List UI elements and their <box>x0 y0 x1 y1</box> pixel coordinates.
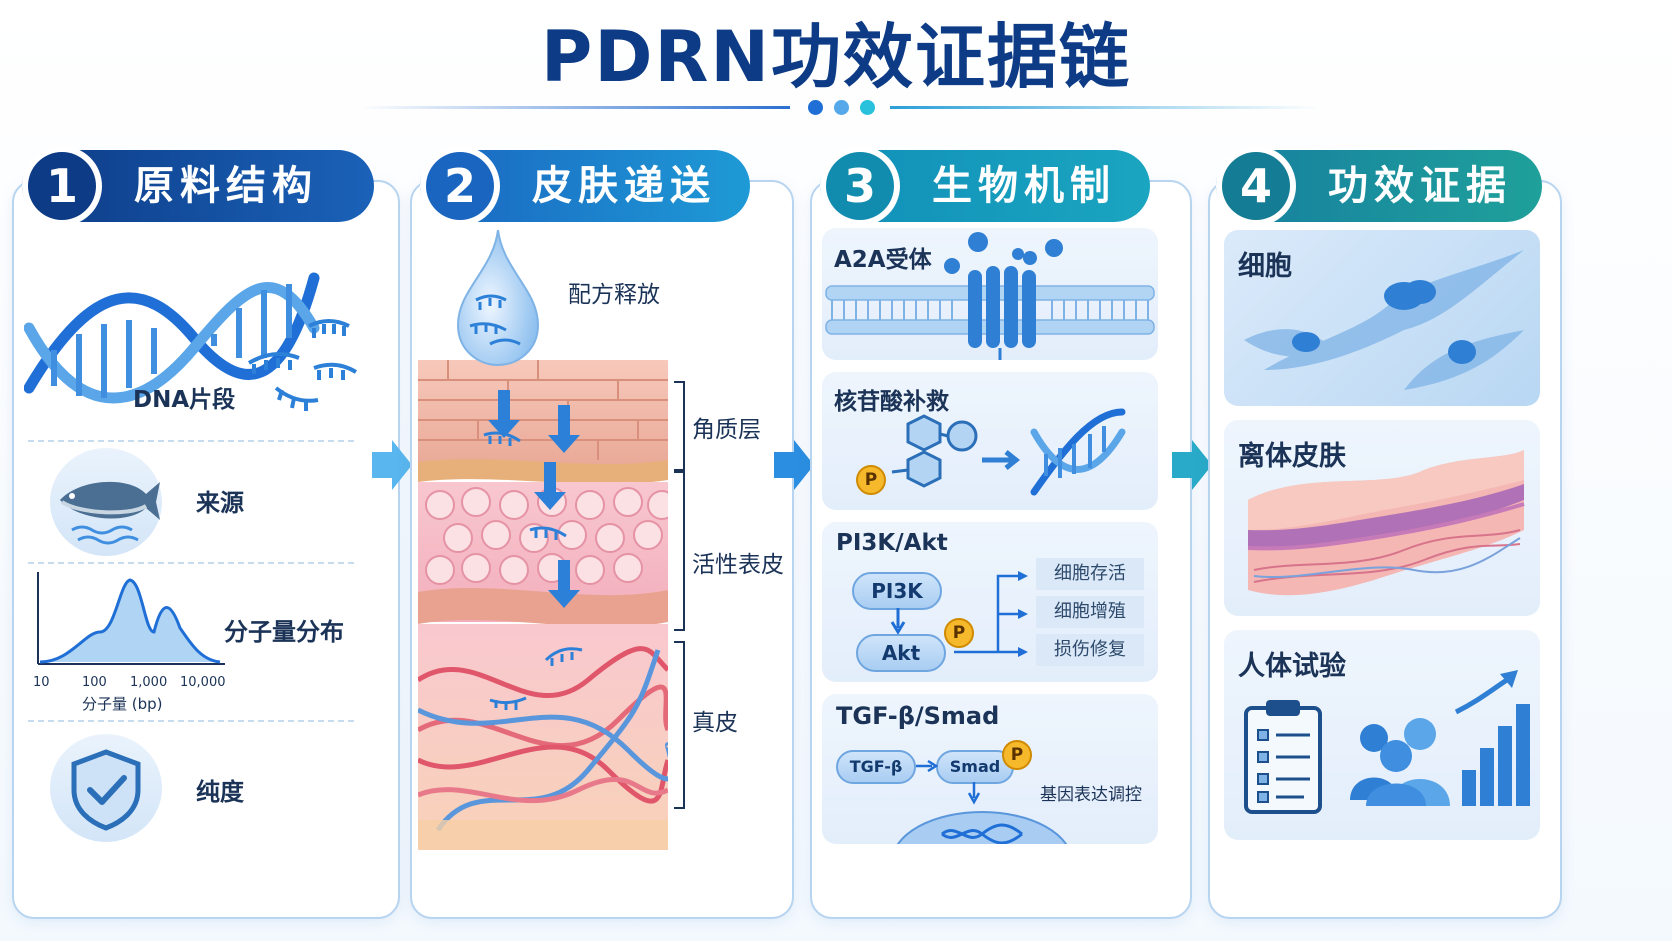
mw-tick: 10,000 <box>180 675 226 690</box>
skin-block-illustration <box>1247 450 1525 596</box>
layer-brackets <box>674 381 685 809</box>
tgf-title: TGF-β/Smad <box>836 702 1000 730</box>
akt-node: Akt <box>856 634 946 672</box>
source-label: 来源 <box>196 489 244 517</box>
dna-label: DNA片段 <box>133 387 236 413</box>
a2a-title: A2A受体 <box>834 247 932 273</box>
source-circle <box>50 448 162 556</box>
title-dot-2 <box>834 100 849 115</box>
dna-fragments-illustration <box>24 272 358 411</box>
divider <box>28 720 354 722</box>
phosphate-badge: P <box>1002 740 1032 770</box>
header-raw-structure: 1 原料结构 <box>22 146 374 226</box>
cell-title: 细胞 <box>1238 251 1292 282</box>
outcome-repair: 损伤修复 <box>1036 634 1144 666</box>
nucleotide-salvage-illustration <box>891 408 1126 496</box>
flow-arrow-icon <box>372 440 412 490</box>
human-trial-title: 人体试验 <box>1238 651 1346 682</box>
header-efficacy-evidence: 4 功效证据 <box>1216 146 1542 226</box>
exvivo-title: 离体皮肤 <box>1238 441 1346 472</box>
title-rule-left <box>360 106 790 109</box>
nucleus-dna-icon <box>896 811 1068 844</box>
people-icon <box>1350 718 1450 806</box>
header-title: 原料结构 <box>134 163 318 209</box>
outcome-proliferation: 细胞增殖 <box>1036 596 1144 628</box>
release-label: 配方释放 <box>568 282 660 308</box>
flow-arrow-icon <box>774 440 814 490</box>
header-bio-mechanism: 3 生物机制 <box>820 146 1150 226</box>
pi3k-pathway-arrows <box>890 571 1028 657</box>
layer-label-epidermis: 活性表皮 <box>692 552 784 578</box>
card-cell-evidence <box>1224 230 1540 406</box>
title-rule-right <box>890 106 1320 109</box>
skin-layers-illustration <box>418 230 668 850</box>
bar-chart-icon <box>1454 670 1530 806</box>
page-title: PDRN功效证据链 <box>541 16 1131 98</box>
mw-tick: 100 <box>82 675 107 690</box>
card-exvivo-evidence <box>1224 420 1540 616</box>
outcome-survival: 细胞存活 <box>1036 558 1144 590</box>
human-trial-illustration <box>1244 670 1530 814</box>
title-dot-3 <box>860 100 875 115</box>
phosphate-badge: P <box>856 465 886 495</box>
pi3k-title: PI3K/Akt <box>836 530 948 556</box>
clipboard-icon <box>1244 700 1322 814</box>
header-title: 功效证据 <box>1328 163 1512 209</box>
shield-check-icon <box>71 749 141 831</box>
tgf-node: TGF-β <box>836 750 916 784</box>
step-badge-4: 4 <box>1216 146 1296 226</box>
smad-node: Smad <box>936 750 1014 784</box>
step-badge-2: 2 <box>420 146 500 226</box>
purity-label: 纯度 <box>196 778 244 806</box>
mw-label: 分子量分布 <box>224 618 344 646</box>
purity-circle <box>50 734 162 842</box>
a2a-receptor-membrane <box>825 232 1155 360</box>
card-human-trial <box>1224 630 1540 840</box>
step-badge-1: 1 <box>22 146 102 226</box>
title-dot-1 <box>808 100 823 115</box>
mw-distribution-chart <box>37 572 225 665</box>
fish-icon <box>60 481 160 545</box>
cells-illustration <box>1244 250 1524 390</box>
divider <box>28 562 354 564</box>
mw-axis-label: 分子量 (bp) <box>82 695 163 713</box>
phosphate-badge: P <box>944 618 974 648</box>
header-skin-delivery: 2 皮肤递送 <box>420 146 750 226</box>
step-badge-3: 3 <box>820 146 900 226</box>
mw-tick: 1,000 <box>130 675 168 690</box>
mw-tick: 10 <box>33 675 50 690</box>
flow-arrow-icon <box>1172 440 1212 490</box>
layer-label-stratum-corneum: 角质层 <box>692 417 761 443</box>
tgf-arrows <box>916 759 981 805</box>
header-title: 生物机制 <box>932 163 1116 209</box>
divider <box>28 440 354 442</box>
gene-regulation-label: 基因表达调控 <box>1040 785 1142 805</box>
header-title: 皮肤递送 <box>532 163 716 209</box>
salvage-title: 核苷酸补救 <box>834 389 949 415</box>
layer-label-dermis: 真皮 <box>692 710 738 736</box>
